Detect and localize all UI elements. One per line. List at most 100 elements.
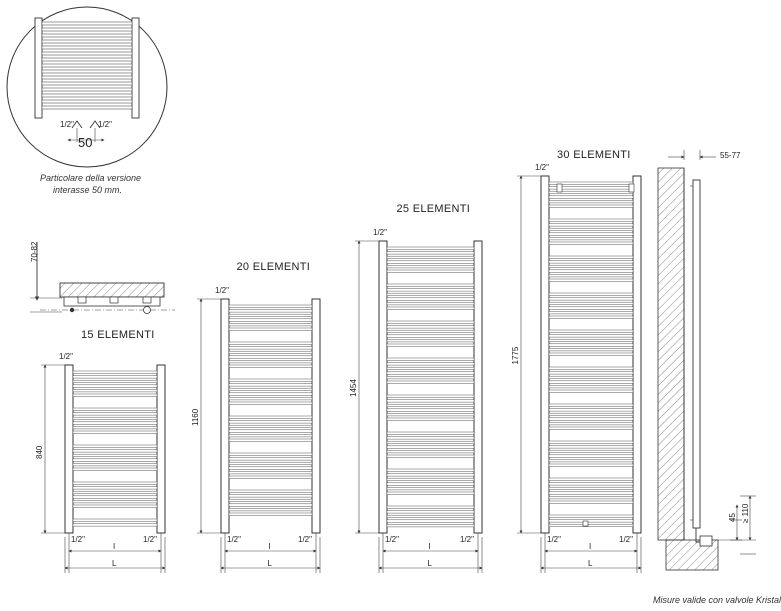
tube [548,375,634,379]
tube [386,505,475,509]
tube [548,426,634,430]
tube [72,463,158,467]
tube [548,338,634,342]
tube [386,366,475,370]
tube [548,500,634,504]
tube [72,444,158,448]
wall-section-view: 55-77 45 ≥ 110 [657,150,756,571]
tube [548,223,634,227]
tube [228,452,313,456]
bottom-left-connection-label: 1/2" [227,535,241,544]
detail-conn-right-label: 1/2" [98,120,112,129]
tube [548,514,634,518]
tube [386,255,475,259]
tube [228,392,313,396]
tube [548,449,634,453]
tube [548,463,634,467]
tube [386,251,475,255]
tube [548,181,634,185]
tube [228,512,313,516]
tube [386,450,475,454]
tube [548,417,634,421]
tube [386,297,475,301]
valve-icon [143,306,151,314]
detail-tube [41,21,133,26]
tube [386,413,475,417]
tube [228,387,313,391]
bottom-left-connection-label: 1/2" [547,535,561,544]
detail-right-post [131,17,140,119]
tube [548,519,634,523]
drain-icon [582,520,589,527]
tube [548,403,634,407]
wall-valve-icon [699,535,713,547]
connection-left-icon [71,120,83,129]
model-title: 20 ELEMENTI [237,261,311,273]
tube [386,380,475,384]
inner-distance-label: I [113,542,115,551]
tube [72,467,158,471]
model-title: 15 ELEMENTI [81,329,155,341]
tube [548,264,634,268]
tube [548,190,634,194]
tube [228,494,313,498]
tube [386,306,475,310]
tube [228,323,313,327]
tube [72,370,158,374]
tube [72,393,158,397]
tube [72,449,158,453]
tube [228,457,313,461]
tube [228,341,313,345]
tube [228,434,313,438]
tube [228,401,313,405]
footnote: Misure valide con valvole Kristal [653,595,781,605]
tube [548,255,634,259]
tube [228,350,313,354]
tube [386,265,475,269]
top-connection-label: 1/2" [535,163,549,172]
detail-tube [41,93,133,98]
tube [548,352,634,356]
tube [548,366,634,370]
tube [386,246,475,250]
tube [228,364,313,368]
tube [548,278,634,282]
tube [386,325,475,329]
inner-distance-label: I [429,542,431,551]
tube [72,500,158,504]
tube [386,510,475,514]
tube [386,302,475,306]
tube [386,403,475,407]
tube [548,301,634,305]
tube [72,379,158,383]
fixing-point-icon [69,307,75,313]
tube [72,389,158,393]
tube [386,436,475,440]
tube [548,204,634,208]
detail-conn-left-label: 1/2" [60,120,74,129]
tube [548,241,634,245]
tube [228,318,313,322]
tube [386,283,475,287]
tube [228,327,313,331]
tube [228,313,313,317]
tube [548,334,634,338]
tube [386,357,475,361]
bracket-icon [556,183,563,193]
tube [228,420,313,424]
bottom-left-connection-label: 1/2" [71,535,85,544]
tube [548,306,634,310]
tube [228,466,313,470]
bottom-left-connection-label: 1/2" [385,535,399,544]
tube [228,424,313,428]
tube [72,430,158,434]
tube [72,416,158,420]
detail-circle-view: 1/2" 1/2" 50 [6,6,168,168]
tube [72,421,158,425]
height-value: 1160 [191,408,200,426]
right-collector [632,175,642,534]
tube [386,454,475,458]
tube [386,408,475,412]
tube [228,415,313,419]
